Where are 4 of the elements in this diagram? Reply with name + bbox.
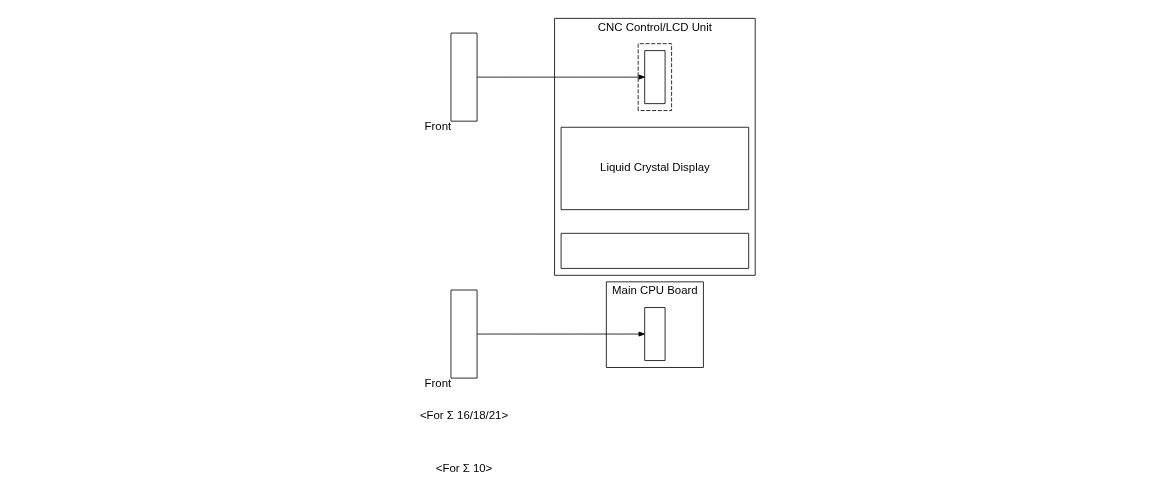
node-label: Front xyxy=(424,377,452,390)
label: <For Σ 16/18/21> xyxy=(419,409,509,422)
node-label: Front xyxy=(424,120,452,133)
label: <For Σ 10> xyxy=(435,462,493,475)
